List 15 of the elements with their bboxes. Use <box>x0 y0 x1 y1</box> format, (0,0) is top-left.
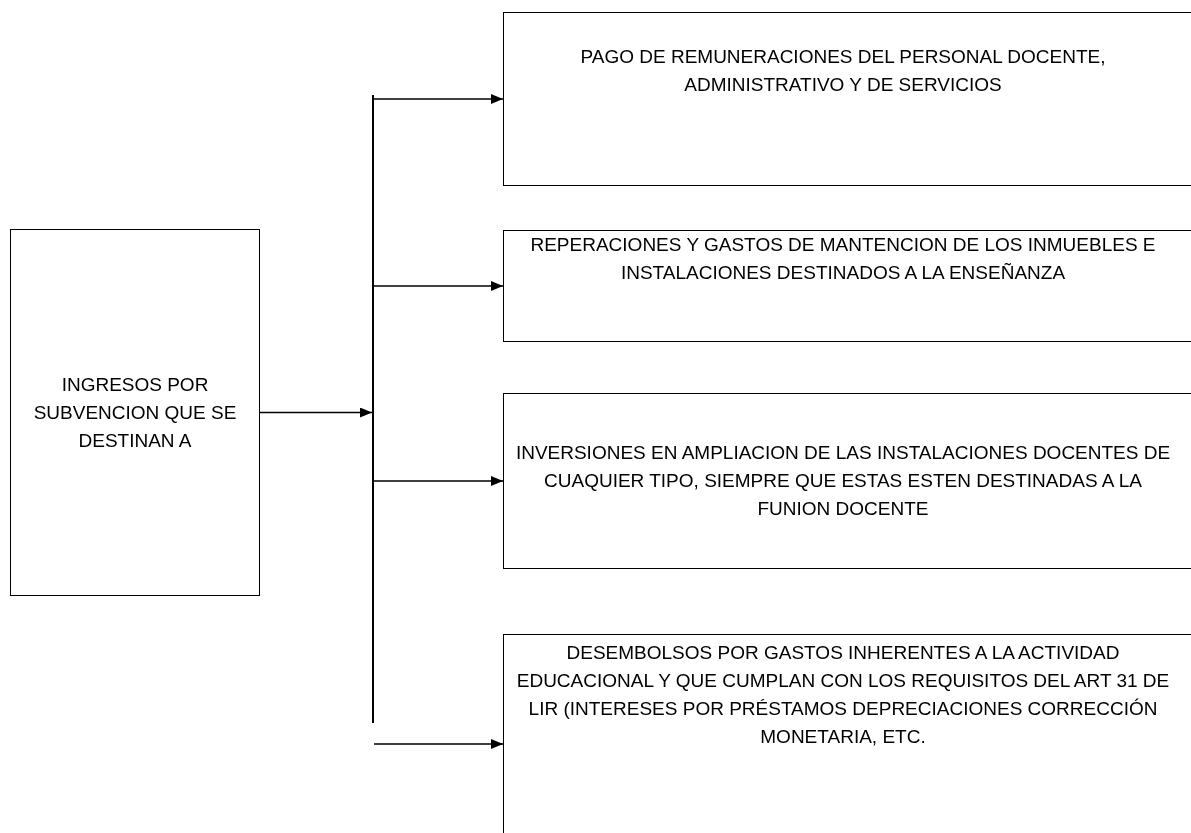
text-box <box>503 393 1191 569</box>
arrow <box>373 94 504 104</box>
arrow <box>373 281 504 291</box>
arrow <box>259 407 373 418</box>
arrow <box>373 476 504 486</box>
text-box <box>503 12 1191 186</box>
box-text: DESEMBOLSOS POR GASTOS INHERENTES A LA ACTIVIDAD EDUCACIONAL Y QUE CUMPLAN CON LOS REQUISITOS DEL ART 31 DE LIR (INTERESES POR PRÉSTAMOS DEPRECIACIONES CORRECCIÓN MONETARIA, ETC. <box>515 641 1171 749</box>
box-text: INVERSIONES EN AMPLIACION DE LAS INSTALACIONES DOCENTES DE CUAQUIER TIPO, SIEMPRE QUE ESTAS ESTEN DESTINADAS A LA FUNION DOCENTE <box>514 441 1172 521</box>
box-text: REPERACIONES Y GASTOS DE MANTENCION DE LOS INMUEBLES E INSTALACIONES DESTINADOS A LA ENSEÑANZA <box>529 233 1157 285</box>
text-box <box>503 634 1191 833</box>
box-text: INGRESOS POR SUBVENCION QUE SE DESTINAN A <box>32 372 238 453</box>
text-box <box>10 229 260 596</box>
arrow <box>373 739 504 749</box>
text-box <box>503 230 1191 342</box>
box-text: PAGO DE REMUNERACIONES DEL PERSONAL DOCENTE, ADMINISTRATIVO Y DE SERVICIOS <box>579 45 1107 97</box>
